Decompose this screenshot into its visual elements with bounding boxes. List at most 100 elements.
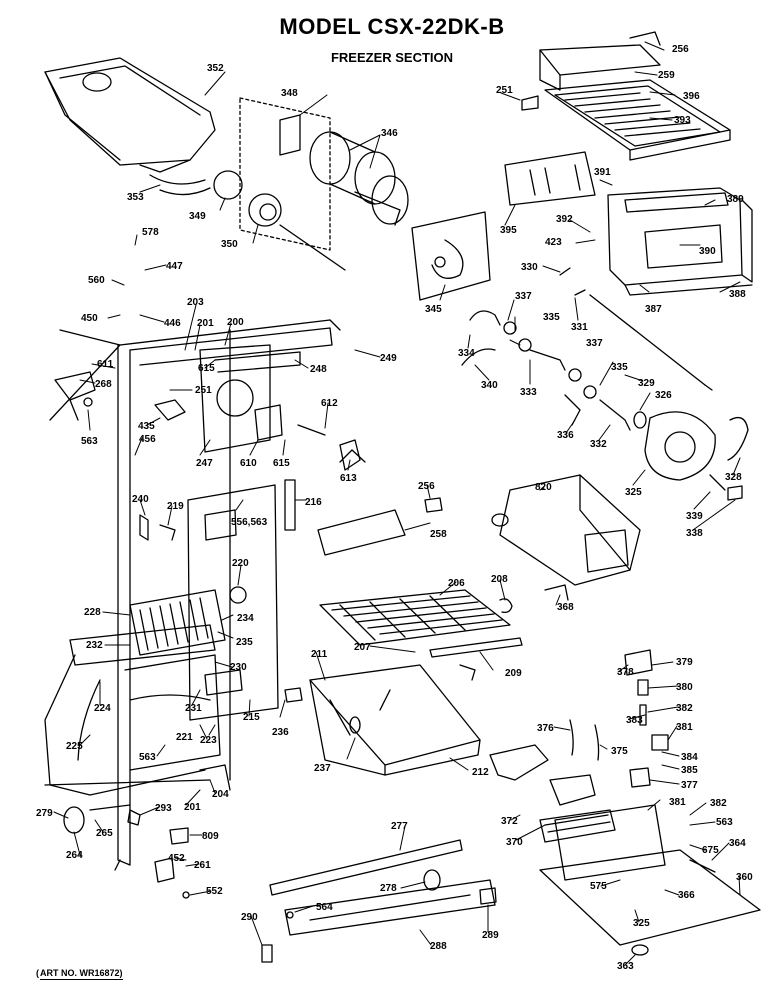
drain-pan-drawing: [44, 654, 231, 796]
part-label: 389: [727, 194, 744, 205]
part-label: 395: [500, 225, 517, 236]
part-label: 393: [674, 115, 691, 126]
part-label: 288: [430, 941, 447, 952]
part-label: 563: [139, 752, 156, 763]
part-label: 293: [155, 803, 172, 814]
part-label: 338: [686, 528, 703, 539]
part-label: 611: [97, 359, 114, 370]
part-label: 560: [88, 275, 105, 286]
ice-maker-drawing: [491, 474, 641, 601]
part-label: 340: [481, 380, 498, 391]
part-label: 220: [232, 558, 249, 569]
part-label: 219: [167, 501, 184, 512]
part-label: 382: [676, 703, 693, 714]
part-label: 450: [81, 313, 98, 324]
clip-drawing: [424, 497, 443, 513]
part-label: 335: [543, 312, 560, 323]
part-label: 290: [241, 912, 258, 923]
part-label: 383: [626, 715, 643, 726]
part-label: 385: [681, 765, 698, 776]
wire-clip-drawing: [284, 687, 303, 703]
light-socket-drawing: [154, 399, 186, 421]
wire-shelf-drawing: [319, 589, 523, 658]
part-label: 325: [625, 487, 642, 498]
part-label: 335: [611, 362, 628, 373]
part-label: 209: [505, 668, 522, 679]
fan-drawing: [339, 439, 366, 471]
part-label: 336: [557, 430, 574, 441]
relay-cover-drawing: [489, 744, 596, 806]
linkage-parts-drawing: [461, 310, 631, 431]
part-label: 390: [699, 246, 716, 257]
part-label: 215: [243, 712, 260, 723]
part-label: 349: [189, 211, 206, 222]
part-label: 820: [535, 482, 552, 493]
part-label: 201: [197, 318, 214, 329]
part-label: 206: [448, 578, 465, 589]
wiring-drawing: [569, 719, 600, 761]
part-label: 564: [316, 902, 333, 913]
terminal-drawing: [139, 514, 176, 541]
part-label: 388: [729, 289, 746, 300]
part-label: 225: [66, 741, 83, 752]
part-label: 289: [482, 930, 499, 941]
part-label: 379: [676, 657, 693, 668]
part-label: 337: [586, 338, 603, 349]
part-label: 216: [305, 497, 322, 508]
part-label: 435: [138, 421, 155, 432]
part-label: 456: [139, 434, 156, 445]
part-label: 237: [314, 763, 331, 774]
part-label: 809: [202, 831, 219, 842]
auger-drawing: [159, 97, 409, 271]
part-label: 352: [207, 63, 224, 74]
part-label: 251: [195, 385, 212, 396]
part-label: 337: [515, 291, 532, 302]
part-label: 391: [594, 167, 611, 178]
part-label: 368: [557, 602, 574, 613]
part-label: 370: [506, 837, 523, 848]
part-label: 556,563: [231, 517, 268, 528]
part-label: 265: [96, 828, 113, 839]
mullion-strip-drawing: [284, 479, 296, 531]
part-label: 350: [221, 239, 238, 250]
part-label: 235: [236, 637, 253, 648]
part-label: 211: [311, 649, 328, 660]
part-label: 221: [176, 732, 193, 743]
part-label: 201: [184, 802, 201, 813]
part-label: 261: [194, 860, 211, 871]
part-label: 610: [240, 458, 257, 469]
leader-lines: [53, 41, 741, 966]
part-label: 333: [520, 387, 537, 398]
part-label: 258: [430, 529, 447, 540]
part-label: 378: [617, 667, 634, 678]
part-label: 353: [127, 192, 144, 203]
part-label: 328: [725, 472, 742, 483]
part-label: 346: [381, 128, 398, 139]
part-label: 249: [380, 353, 397, 364]
part-label: 212: [472, 767, 489, 778]
rod-drawing: [559, 267, 713, 391]
part-label: 376: [537, 723, 554, 734]
part-label: 392: [556, 214, 573, 225]
rail-drawing: [261, 839, 497, 963]
part-label: 612: [321, 398, 338, 409]
part-label: 348: [281, 88, 298, 99]
part-label: 387: [645, 304, 662, 315]
part-label: 203: [187, 297, 204, 308]
ice-bucket-drawing: [44, 57, 216, 185]
evaporator-coil-drawing: [69, 589, 226, 666]
part-label: 380: [676, 682, 693, 693]
part-label: 339: [686, 511, 703, 522]
freezer-basket-drawing: [309, 664, 481, 776]
art-number: ART NO. WR16872): [40, 968, 123, 980]
part-label: 279: [36, 808, 53, 819]
part-label: 575: [590, 881, 607, 892]
timer-parts-drawing: [624, 649, 669, 788]
part-label: 256: [672, 44, 689, 55]
part-label: 332: [590, 439, 607, 450]
part-label: 326: [655, 390, 672, 401]
part-label: 423: [545, 237, 562, 248]
part-label: 615: [273, 458, 290, 469]
